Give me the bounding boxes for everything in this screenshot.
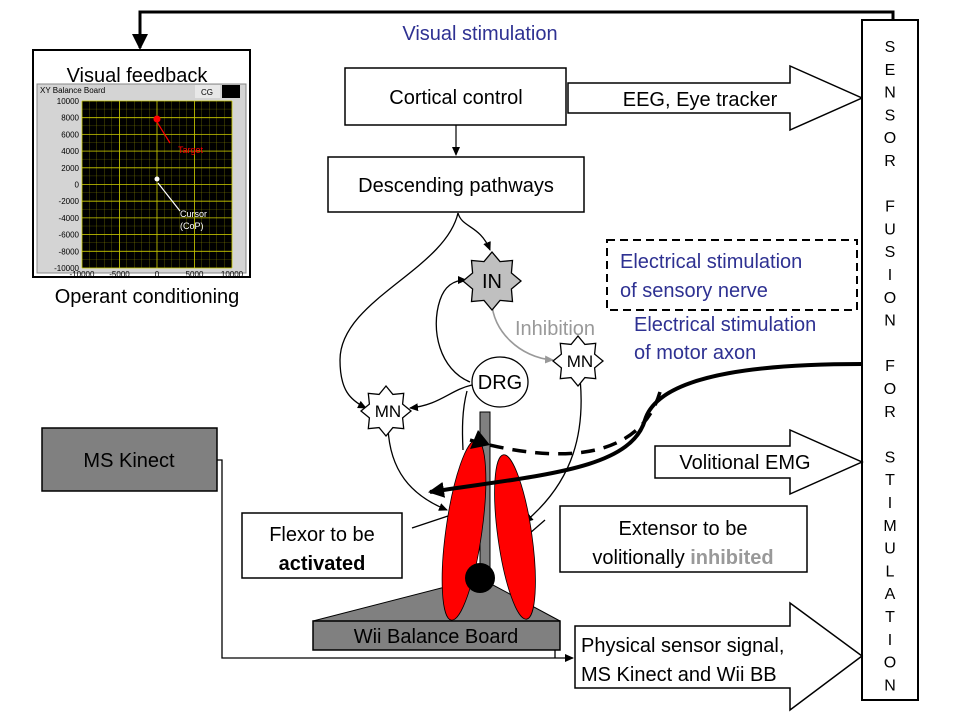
cg-button[interactable] (195, 85, 220, 98)
sensor-fusion-letter: A (885, 586, 896, 603)
sensor-fusion-letter: R (884, 153, 896, 170)
sensor-fusion-letter: N (884, 85, 896, 102)
ms-kinect-label: MS Kinect (83, 450, 175, 472)
extensor-line2: volitionally inhibited (592, 547, 773, 569)
sensor-fusion-letter: R (884, 404, 896, 421)
x-tick-label: -5000 (109, 270, 130, 279)
x-tick-label: 0 (155, 270, 160, 279)
flexor-line2: activated (279, 553, 366, 575)
cursor-point (154, 176, 160, 182)
physical-sensor-arrow (574, 601, 864, 712)
cortical-control-label: Cortical control (389, 87, 522, 109)
sensor-fusion-letter: S (885, 39, 896, 56)
sensor-fusion-letter: U (884, 221, 896, 238)
panel-title: XY Balance Board (40, 86, 105, 95)
eeg-arrow-label: EEG, Eye tracker (623, 89, 778, 111)
x-tick-label: 5000 (186, 270, 204, 279)
sensor-fusion-letter: O (884, 381, 896, 398)
kinect-signal-line (217, 459, 574, 662)
sensor-fusion-letter: N (884, 677, 896, 694)
y-tick-label: -6000 (59, 231, 80, 240)
target-point (153, 115, 161, 123)
cursor-label: Cursor (180, 209, 207, 219)
y-tick-label: -4000 (59, 214, 80, 223)
extensor-box (559, 505, 808, 573)
svg-text:DRG: DRG (478, 372, 522, 394)
sensor-fusion-letter: L (886, 563, 895, 580)
svg-text:MN: MN (567, 352, 593, 371)
color-swatch[interactable] (222, 85, 240, 98)
sensor-fusion-letter: S (885, 244, 896, 261)
sensor-fusion-letter: I (888, 632, 892, 649)
descending-pathways-label: Descending pathways (358, 175, 554, 197)
x-tick-label: -10000 (70, 270, 95, 279)
inhibition-arrow (491, 301, 554, 364)
motor-stim-line1: Electrical stimulation (634, 314, 816, 336)
y-tick-label: -2000 (59, 197, 80, 206)
svg-text:MN: MN (375, 402, 401, 421)
sensor-fusion-letter: T (885, 609, 895, 626)
sensor-fusion-letter: O (884, 290, 896, 307)
descending-pathways-box (327, 156, 585, 213)
physical-arrow-line1: Physical sensor signal, (581, 635, 784, 657)
mn-right-node: MN (551, 334, 605, 388)
wii-balance-board (312, 620, 561, 651)
wii-label: Wii Balance Board (354, 626, 519, 648)
motor-stim-line2: of motor axon (634, 342, 756, 364)
y-tick-label: 0 (75, 181, 80, 190)
physical-arrow-line2: MS Kinect and Wii BB (581, 664, 777, 686)
sensor-fusion-letter: O (884, 130, 896, 147)
operant-conditioning-caption: Operant conditioning (55, 286, 240, 308)
flexor-line1: Flexor to be (269, 524, 375, 546)
visual-feedback-title: Visual feedback (67, 65, 209, 87)
mn-left-node: MN (359, 384, 413, 438)
sensor-fusion-letter: U (884, 541, 896, 558)
sensor-fusion-letter: N (884, 313, 896, 330)
cursor-label-cop: (CoP) (180, 221, 204, 231)
in-node: IN (461, 250, 523, 312)
sensor-fusion-letter: F (885, 199, 895, 216)
feedback-loop-line (132, 10, 895, 50)
y-tick-label: 6000 (61, 130, 79, 139)
extensor-line1: Extensor to be (619, 518, 748, 540)
sensor-fusion-letter: I (888, 267, 892, 284)
target-label: Target (178, 145, 204, 155)
y-tick-label: 2000 (61, 164, 79, 173)
sensor-fusion-letter: I (888, 495, 892, 512)
sensory-stim-line2: of sensory nerve (620, 280, 768, 302)
sensor-fusion-letter: S (885, 107, 896, 124)
y-tick-label: 4000 (61, 147, 79, 156)
y-tick-label: -10000 (54, 264, 79, 273)
x-tick-label: 10000 (221, 270, 244, 279)
inhibition-label: Inhibition (515, 318, 595, 340)
sensor-fusion-letter: M (883, 518, 896, 535)
y-tick-label: -8000 (59, 247, 80, 256)
sensor-fusion-box (861, 19, 919, 701)
volitional-emg-label: Volitional EMG (679, 452, 810, 474)
y-tick-label: 8000 (61, 114, 79, 123)
cortical-control-box (344, 67, 567, 126)
sensor-fusion-letter: E (885, 62, 896, 79)
ms-kinect-box (41, 427, 218, 492)
svg-text:IN: IN (482, 271, 502, 293)
visual-stimulation-label: Visual stimulation (402, 23, 557, 45)
sensor-fusion-letter: T (885, 472, 895, 489)
sensory-stimulation-box (606, 239, 858, 311)
sensor-fusion-letter: O (884, 655, 896, 672)
cg-button-label: CG (201, 88, 213, 97)
flexor-box (241, 512, 403, 579)
drg-node: DRG (471, 356, 529, 408)
sensory-stim-line (469, 391, 662, 456)
joint (465, 563, 495, 593)
sensory-stim-line1: Electrical stimulation (620, 251, 802, 273)
extensor-muscle (494, 454, 536, 620)
y-tick-label: 10000 (57, 97, 80, 106)
visual-feedback-panel: Visual feedback XY Balance Board CG 1000… (32, 49, 251, 279)
sensor-fusion-letter: F (885, 358, 895, 375)
volitional-emg-arrow (654, 428, 864, 496)
eeg-arrow (567, 64, 864, 132)
sensor-fusion-letter: S (885, 449, 896, 466)
